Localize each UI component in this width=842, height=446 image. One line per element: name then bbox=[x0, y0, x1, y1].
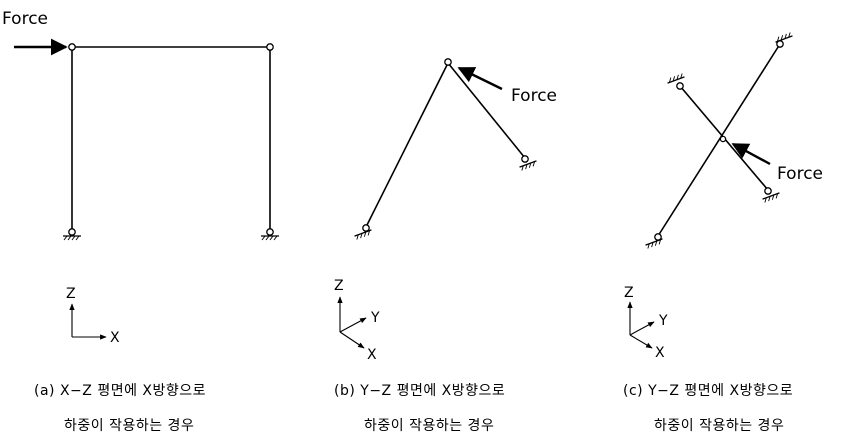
axis-b-x bbox=[339, 331, 365, 349]
hinge-b-base-left bbox=[362, 224, 370, 232]
axis-c-y-label: Y bbox=[658, 313, 668, 329]
long-member-c bbox=[657, 43, 781, 237]
caption-a-line2: 하중이 작용하는 경우 bbox=[64, 418, 194, 434]
hinge-a-top-right bbox=[266, 43, 274, 51]
hinge-c-bottom-right bbox=[764, 187, 772, 195]
support-c-bottom-left bbox=[644, 238, 665, 250]
axis-c-z-label: Z bbox=[624, 285, 634, 301]
left-member-b bbox=[365, 62, 449, 228]
axis-b-x-label: X bbox=[367, 347, 377, 363]
axis-c-x-label: X bbox=[655, 345, 665, 361]
force-arrow-b bbox=[457, 66, 503, 91]
hinge-c-top-left bbox=[676, 82, 684, 90]
hinge-b-base-right bbox=[521, 155, 529, 163]
support-c-top-left bbox=[665, 72, 686, 84]
axis-c-x bbox=[629, 334, 653, 349]
axes-b: Z Y X bbox=[334, 278, 380, 363]
caption-a-line1: (a) X−Z 평면에 X방향으로 bbox=[34, 383, 206, 399]
caption-c-line2: 하중이 작용하는 경우 bbox=[654, 418, 784, 434]
axis-c-y bbox=[629, 321, 655, 336]
axis-a-z-label: Z bbox=[66, 286, 76, 302]
axis-a-x-label: X bbox=[110, 330, 120, 346]
hinge-a-base-right bbox=[266, 228, 274, 236]
force-label-a: Force bbox=[2, 9, 48, 29]
caption-b-line1: (b) Y−Z 평면에 X방향으로 bbox=[334, 383, 505, 399]
hinge-a-top-left bbox=[68, 43, 76, 51]
right-member-b bbox=[447, 62, 526, 159]
frame-b: Force bbox=[353, 58, 557, 241]
axis-b-y-label: Y bbox=[370, 310, 380, 326]
support-c-top-right bbox=[773, 31, 794, 43]
axes-a: Z X bbox=[66, 286, 120, 346]
frame-a: Force bbox=[2, 9, 280, 241]
support-a-right bbox=[260, 235, 280, 241]
support-b-left bbox=[353, 229, 374, 241]
axis-b-y bbox=[339, 317, 367, 333]
caption-c-line1: (c) Y−Z 평면에 X방향으로 bbox=[623, 383, 793, 399]
caption-b-line2: 하중이 작용하는 경우 bbox=[364, 418, 494, 434]
force-label-c: Force bbox=[777, 164, 823, 184]
hinge-b-apex bbox=[444, 58, 452, 66]
support-c-bottom-right bbox=[761, 192, 782, 204]
frame-c: Force bbox=[644, 31, 823, 250]
support-a-left bbox=[62, 235, 82, 241]
force-label-b: Force bbox=[511, 86, 557, 106]
support-b-right bbox=[518, 160, 539, 172]
hinge-a-base-left bbox=[68, 228, 76, 236]
force-arrow-c bbox=[731, 142, 771, 166]
axes-c: Z Y X bbox=[624, 285, 668, 361]
axis-b-z-label: Z bbox=[334, 278, 344, 294]
hinge-c-center bbox=[719, 135, 727, 143]
